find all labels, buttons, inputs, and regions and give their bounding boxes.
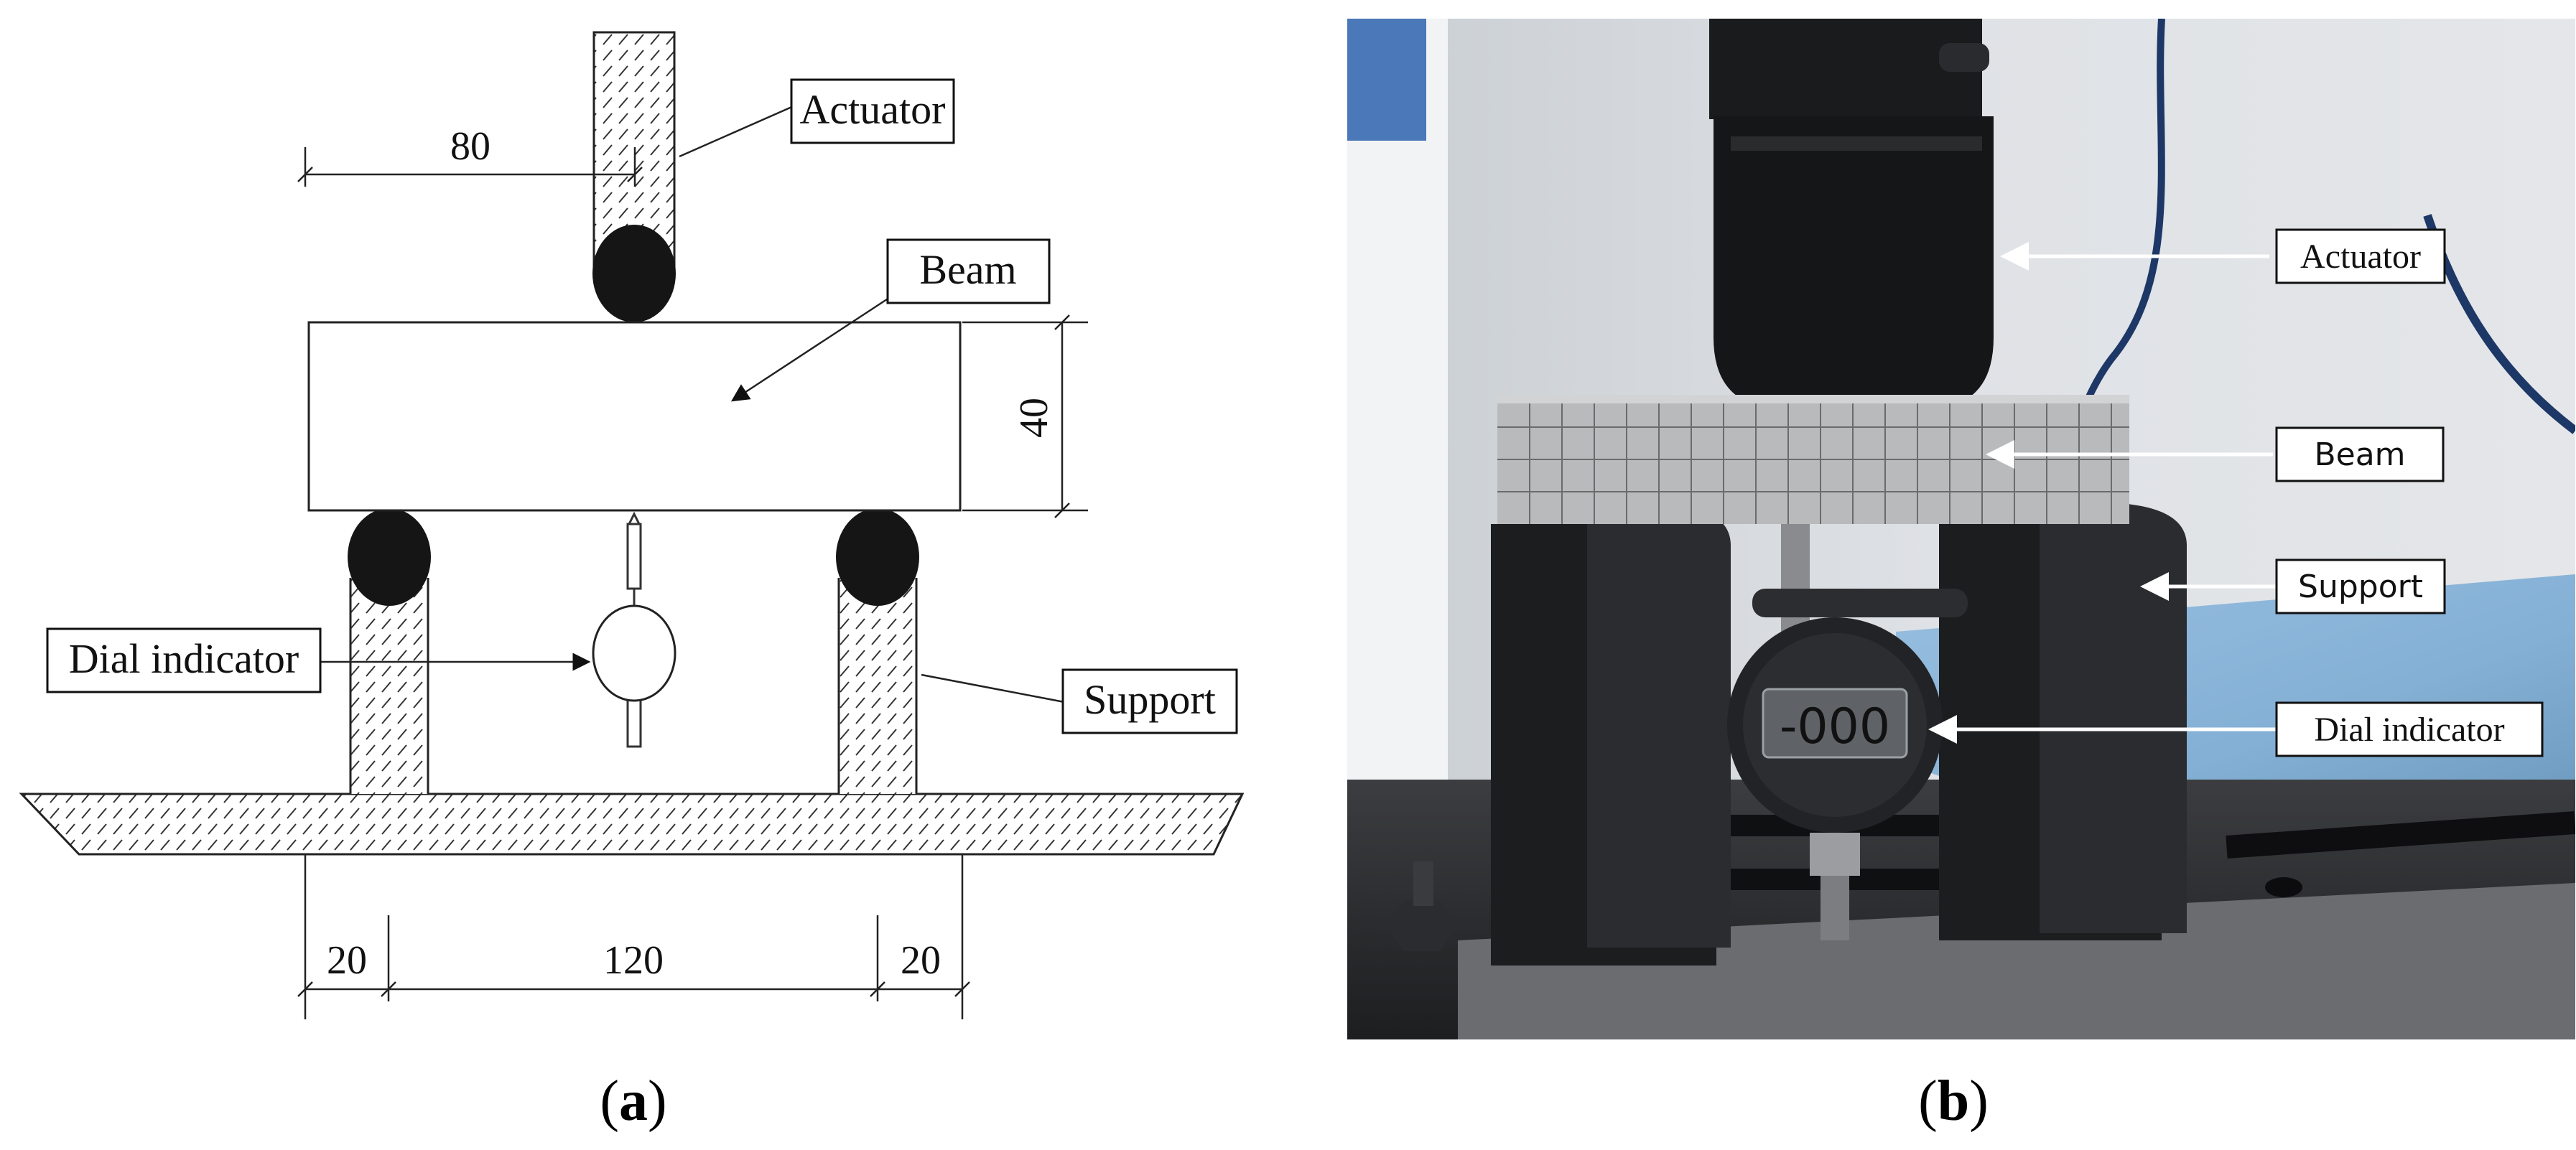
base-plate [19,793,1245,856]
label-actuator: Actuator [800,86,946,133]
left-support-post [350,578,428,794]
dim-span: 120 [603,938,664,983]
photo-label-actuator: Actuator [2300,238,2421,276]
photo-label-support: Support [2298,569,2423,605]
caption-a: (a) [600,1070,666,1133]
caption-b: (b) [1918,1070,1989,1133]
photo-actuator [1714,116,1994,409]
load-roller [592,225,676,322]
label-dial-indicator: Dial indicator [69,635,299,682]
photo-dial-reading: -000 [1780,698,1890,755]
dim-load-offset: 80 [450,124,490,169]
photo-label-beam: Beam [2314,436,2405,473]
dim-right-support-width: 20 [901,938,941,983]
photo-label-dial-indicator: Dial indicator [2314,711,2504,749]
left-roller [348,508,431,606]
photo-panel: -000 Actuator Beam Support Dial indicato… [1347,19,2575,1133]
photo-beam [1497,395,2129,524]
dial-indicator [592,604,676,702]
label-support: Support [1084,676,1216,723]
right-roller [836,508,919,606]
right-support-post [839,578,916,794]
dim-beam-height: 40 [1012,398,1056,438]
beam [307,321,962,512]
schematic-panel: 80 40 20 120 20 Actuator Beam Dial indic… [19,31,1245,1133]
label-beam: Beam [919,246,1016,293]
dim-left-support-width: 20 [327,938,367,983]
